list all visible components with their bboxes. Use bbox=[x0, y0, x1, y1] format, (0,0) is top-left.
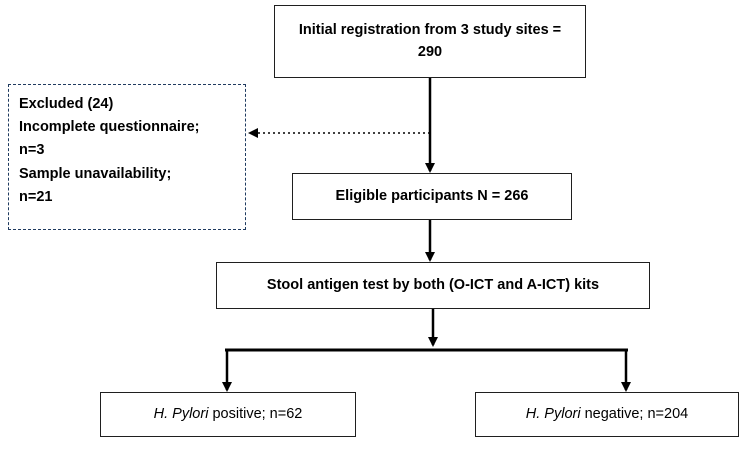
excluded-line-2: n=3 bbox=[19, 142, 45, 159]
excluded-line-4: n=21 bbox=[19, 188, 53, 205]
positive-box: H. Pylori positive; n=62 bbox=[100, 392, 356, 437]
excluded-title: Excluded (24) bbox=[19, 96, 114, 112]
excluded-box: Excluded (24) Incomplete questionnaire; … bbox=[8, 84, 246, 230]
excluded-line-3: Sample unavailability; bbox=[19, 165, 172, 182]
registration-box: Initial registration from 3 study sites … bbox=[274, 5, 586, 78]
excluded-line-1: Incomplete questionnaire; bbox=[19, 119, 200, 136]
negative-organism: H. Pylori bbox=[525, 405, 581, 422]
negative-result: negative; n=204 bbox=[580, 405, 689, 422]
positive-organism: H. Pylori bbox=[153, 405, 209, 422]
positive-result: positive; n=62 bbox=[208, 405, 303, 422]
registration-text: Initial registration from 3 study sites … bbox=[298, 21, 562, 60]
eligible-box: Eligible participants N = 266 bbox=[292, 173, 572, 220]
negative-box: H. Pylori negative; n=204 bbox=[475, 392, 739, 437]
stool-test-text: Stool antigen test by both (O-ICT and A-… bbox=[266, 276, 600, 293]
eligible-text: Eligible participants N = 266 bbox=[335, 187, 529, 204]
stool-test-box: Stool antigen test by both (O-ICT and A-… bbox=[216, 262, 650, 309]
